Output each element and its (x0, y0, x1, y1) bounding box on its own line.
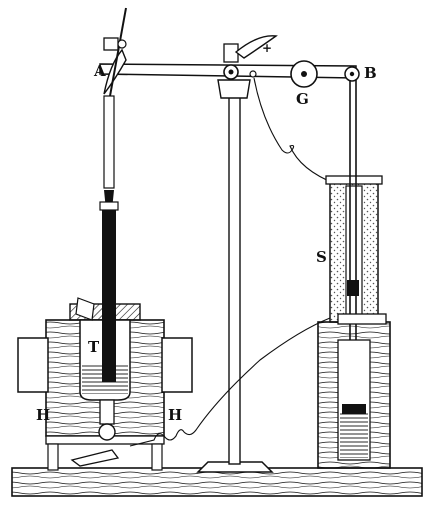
lower-coil-wire (129, 317, 331, 447)
central-stand (196, 79, 274, 473)
right-block (317, 313, 391, 469)
label-h-left: H (36, 406, 50, 424)
label-a: A (93, 62, 106, 80)
label-plus: + (262, 41, 272, 55)
label-h-right: H (168, 406, 182, 424)
thermometer-t (99, 95, 119, 382)
label-s: S (316, 248, 327, 266)
tube-s (325, 175, 383, 323)
label-t: T (88, 338, 100, 356)
counterweight-g (290, 60, 318, 88)
label-b: B (364, 64, 377, 82)
pivot-lever (223, 35, 278, 80)
label-g: G (296, 90, 309, 108)
burner (70, 399, 120, 467)
end-pulley-b (344, 66, 360, 82)
upper-coil-wire (253, 77, 337, 185)
